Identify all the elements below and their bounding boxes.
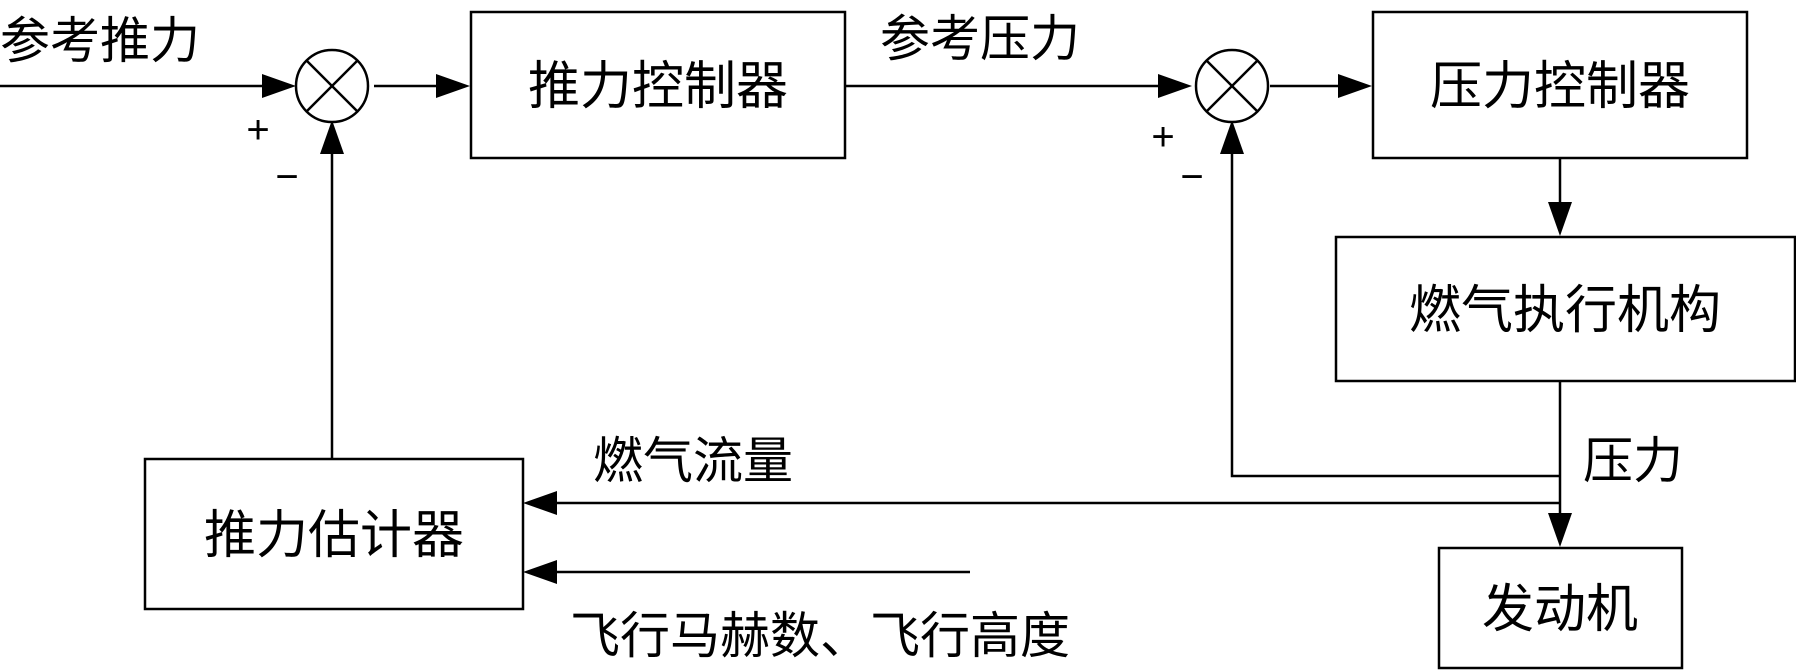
sum2-plus-sign: + (1151, 115, 1174, 159)
thrust-estimator-label: 推力估计器 (204, 506, 464, 566)
arrow-flight-conditions-into-estimator (523, 560, 557, 584)
arrow-gas-flow-into-estimator (523, 491, 557, 515)
pressure-label: 压力 (1583, 432, 1683, 490)
sum1-plus-sign: + (246, 108, 269, 152)
arrow-into-sum1-bottom (320, 120, 344, 154)
block-engine: 发动机 (1437, 546, 1684, 670)
arrow-into-engine (1548, 513, 1572, 547)
summing-junction-thrust (294, 48, 370, 124)
arrow-into-sum2-bottom (1220, 120, 1244, 154)
arrow-into-actuator (1548, 202, 1572, 236)
flight-conditions-label: 飞行马赫数、飞行高度 (570, 607, 1070, 665)
ref-thrust-label: 参考推力 (0, 12, 200, 70)
arrow-into-thrust-controller (436, 74, 470, 98)
arrow-into-sum1-left (262, 74, 296, 98)
pressure-feedback-line (1230, 146, 1560, 478)
summing-junction-pressure (1194, 48, 1270, 124)
block-thrust-estimator: 推力估计器 (143, 457, 525, 611)
sum2-minus-sign: − (1180, 155, 1203, 199)
fuel-actuator-label: 燃气执行机构 (1409, 281, 1721, 341)
ref-pressure-label: 参考压力 (880, 10, 1080, 68)
pressure-controller-label: 压力控制器 (1430, 57, 1690, 117)
engine-label: 发动机 (1482, 580, 1638, 640)
sum1-minus-sign: − (275, 155, 298, 199)
arrow-into-sum2-left (1158, 74, 1192, 98)
arrowheads (262, 74, 1572, 584)
block-thrust-controller: 推力控制器 (469, 10, 847, 160)
connectors (0, 84, 1562, 574)
block-fuel-actuator: 燃气执行机构 (1334, 235, 1796, 383)
block-pressure-controller: 压力控制器 (1371, 10, 1749, 160)
arrow-into-pressure-controller (1338, 74, 1372, 98)
gas-flow-label: 燃气流量 (593, 432, 793, 490)
thrust-controller-label: 推力控制器 (528, 57, 788, 117)
